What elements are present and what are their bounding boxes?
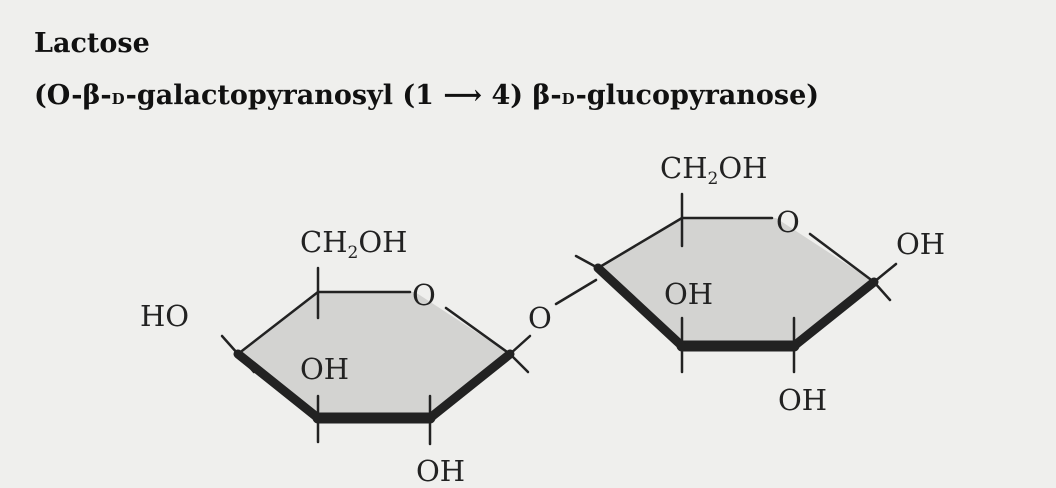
subtitle-o-prefix: O-β- [46, 80, 112, 111]
glucose-bond-o-c1 [808, 232, 876, 284]
subtitle-d-configuration-1: D [111, 90, 126, 108]
page-title: Lactose [34, 28, 150, 59]
galactose-c4-oh-bond [236, 352, 256, 374]
glucose-ring-oxygen: O [776, 205, 800, 239]
subtitle-linkage: 4) β- [482, 80, 562, 111]
glucose-bond-c3-c4 [593, 263, 687, 351]
glucose-ring-fill [598, 218, 874, 346]
glucose-oh-bottom-label: OH [778, 383, 827, 417]
galactose-ch2oh-label: CH2OH [300, 225, 407, 263]
glycosidic-bond-to-glucose [554, 278, 598, 306]
subtitle-galactopyranosyl: -galactopyranosyl (1 [125, 80, 444, 111]
galactose-oh-bottom-label: OH [416, 454, 465, 488]
subtitle-open-paren: ( [34, 80, 47, 111]
subtitle-d-configuration-2: D [561, 90, 576, 108]
galactose-ring-bonds [220, 266, 532, 446]
glucose-bond-c4-c5 [596, 216, 684, 270]
galactose-ring-oxygen: O [412, 278, 436, 312]
page-subtitle: (O-β-D-galactopyranosyl (1 ⟶ 4) β-D-gluc… [34, 80, 819, 111]
glucose-oh-inner-label: OH [664, 277, 713, 311]
galactose-ho-label: HO [140, 299, 189, 333]
glucose-bond-c1-c2 [789, 277, 879, 351]
glucose-c1-h-bond [872, 280, 892, 302]
glucose-ring-bonds [574, 192, 898, 374]
glucose-ring: CH2OH O OH OH OH [574, 151, 945, 417]
galactose-ring-fill [238, 292, 510, 418]
subtitle-glucopyranose: -glucopyranose) [575, 80, 820, 111]
glucose-c1-oh-bond [872, 262, 898, 284]
glycosidic-oxygen: O [528, 301, 552, 335]
galactose-c1-h-bond [508, 352, 530, 374]
galactose-c4-ho-bond [220, 334, 240, 356]
glucose-c4-h-bond [574, 254, 600, 270]
glucose-oh-right-label: OH [896, 227, 945, 261]
galactose-bond-c3-c4 [233, 349, 323, 423]
galactose-oh-inner-label: OH [300, 352, 349, 386]
galactose-bond-c4-c5 [236, 290, 320, 356]
glucose-ch2oh-label: CH2OH [660, 151, 767, 189]
galactose-ring: CH2OH O HO OH OH [140, 225, 532, 488]
galactose-bond-c1-c2 [425, 349, 515, 423]
galactose-c1-o-bond [508, 334, 532, 356]
subtitle-arrow-icon: ⟶ [443, 80, 483, 111]
galactose-bond-o-c1 [444, 306, 512, 356]
